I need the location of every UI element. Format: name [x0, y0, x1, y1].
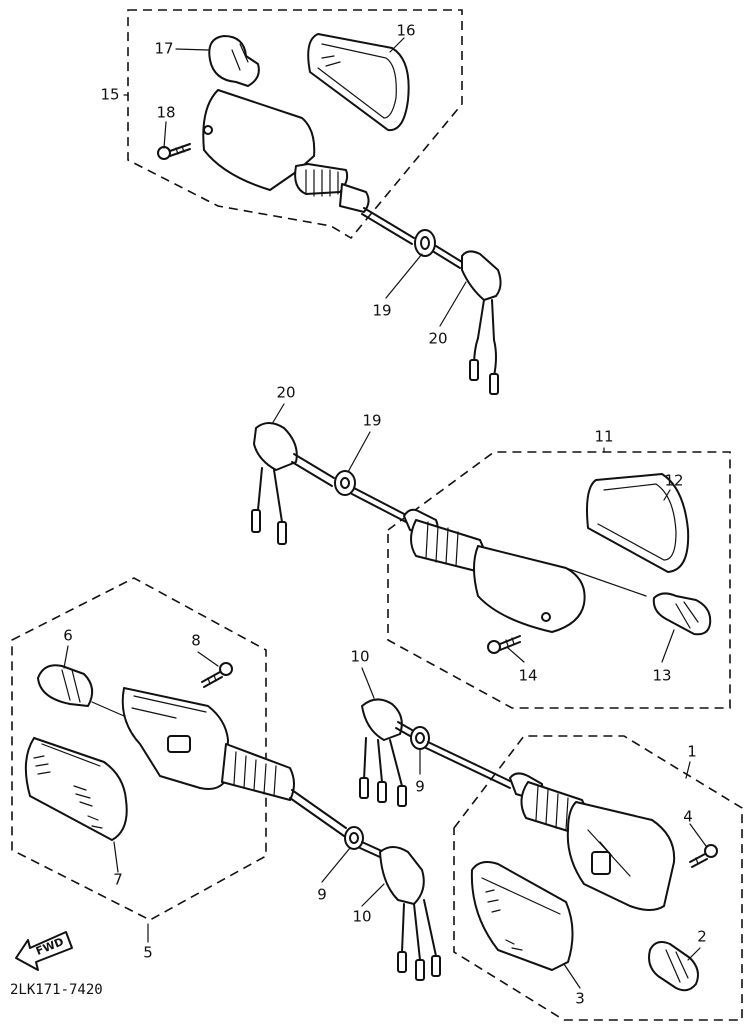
lens-3: [470, 861, 574, 971]
assembly-11-boundary: [387, 451, 731, 709]
callout-labels: 15 17 16 18 19 20 20 19 11 12 13 14 6 8 …: [63, 22, 707, 1008]
callout-1: 1: [687, 743, 697, 761]
callout-5: 5: [143, 944, 153, 962]
fwd-arrow-icon: FWD: [15, 931, 73, 971]
callout-20: 20: [276, 384, 295, 402]
callout-20: 20: [428, 330, 447, 348]
connector-10-left: [379, 846, 441, 981]
connector-20-middle: [251, 422, 335, 545]
lens-7: [24, 737, 128, 841]
bulb-13: [652, 592, 712, 636]
callout-6: 6: [63, 627, 73, 645]
callout-9: 9: [415, 778, 425, 796]
screw-4: [689, 844, 718, 868]
callout-19: 19: [362, 412, 381, 430]
callout-4: 4: [683, 808, 693, 826]
connector-20-top: [461, 250, 502, 395]
callout-19: 19: [372, 302, 391, 320]
callout-15: 15: [100, 86, 119, 104]
screw-8: [201, 662, 233, 688]
callout-8: 8: [191, 632, 201, 650]
callout-2: 2: [697, 928, 707, 946]
grommet-9-left: [344, 826, 385, 859]
bulb-6: [37, 664, 125, 717]
grommet-19-middle: [334, 470, 409, 523]
callout-17: 17: [154, 40, 173, 58]
leader-lines: [63, 37, 707, 989]
callout-10: 10: [350, 648, 369, 666]
callout-7: 7: [113, 871, 123, 889]
assembly-15-boundary: [127, 9, 463, 240]
callout-9: 9: [317, 886, 327, 904]
lens-12: [586, 473, 690, 573]
grommet-19-top: [414, 229, 463, 269]
callout-11: 11: [594, 428, 613, 446]
grommet-9-middle: [410, 726, 513, 789]
callout-12: 12: [664, 472, 683, 490]
callout-18: 18: [156, 104, 175, 122]
housing-5: [121, 687, 347, 837]
screw-18: [157, 143, 191, 160]
lens-16: [307, 33, 410, 132]
housing-15: [202, 89, 415, 245]
housing-11: [403, 508, 647, 633]
callout-14: 14: [518, 667, 537, 685]
bulb-2: [648, 941, 699, 992]
callout-3: 3: [575, 990, 585, 1008]
drawing-code: 2LK171-7420: [10, 982, 103, 998]
connector-10-middle: [359, 698, 413, 807]
callout-13: 13: [652, 667, 671, 685]
bulb-17: [208, 35, 260, 87]
assembly-5-boundary: [11, 577, 267, 921]
housing-1: [509, 772, 676, 911]
callout-10: 10: [352, 908, 371, 926]
screw-14: [487, 635, 521, 654]
callout-16: 16: [396, 22, 415, 40]
